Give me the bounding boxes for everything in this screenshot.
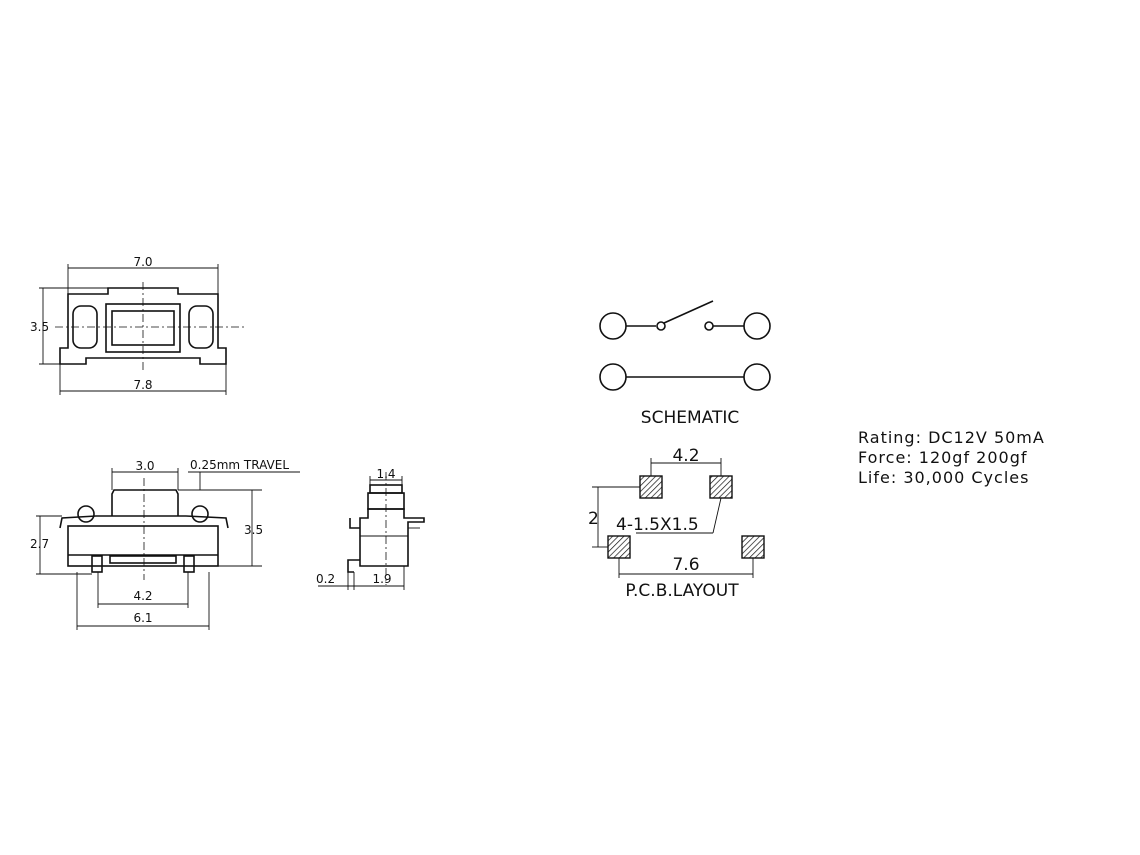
dim-side-button: 1.4 <box>376 467 395 481</box>
dim-body-height: 2.7 <box>30 537 49 551</box>
top-view: 7.0 7.8 3.5 <box>30 255 245 395</box>
dim-pitch-vertical: 2 <box>588 509 599 529</box>
dim-pad-spacing-bottom: 7.6 <box>672 555 699 575</box>
pad-size-label: 4-1.5X1.5 <box>616 515 699 535</box>
pad-top-right <box>709 475 733 499</box>
dim-total-height: 3.5 <box>244 523 263 537</box>
travel-label: 0.25mm TRAVEL <box>190 458 289 472</box>
dim-pad-spacing-top: 4.2 <box>672 446 699 466</box>
pad-top-left <box>639 475 663 499</box>
dim-button-width: 3.0 <box>135 459 154 473</box>
spec-force: Force: 120gf 200gf <box>858 448 1028 467</box>
front-view: 3.0 0.25mm TRAVEL 3.5 2.7 4.2 6.1 <box>30 458 300 630</box>
schematic-label: SCHEMATIC <box>641 408 739 428</box>
spec-rating: Rating: DC12V 50mA <box>858 428 1045 447</box>
dim-bottom-width: 7.8 <box>133 378 152 392</box>
pad-bottom-left <box>607 535 631 559</box>
schematic: SCHEMATIC <box>599 300 771 428</box>
pad-bottom-right <box>741 535 765 559</box>
pcb-layout-label: P.C.B.LAYOUT <box>625 581 739 601</box>
spec-block: Rating: DC12V 50mA Force: 120gf 200gf Li… <box>858 428 1045 488</box>
pcb-layout: 4.2 2 4-1.5X1.5 7.6 P.C.B.LAYOUT <box>588 446 765 601</box>
spec-life: Life: 30,000 Cycles <box>858 468 1030 487</box>
dim-top-width: 7.0 <box>133 255 152 269</box>
dim-body-width: 6.1 <box>133 611 152 625</box>
side-view: 1.4 0.2 1.9 <box>316 467 425 590</box>
dim-body-depth: 1.9 <box>372 572 391 586</box>
dim-pin-offset: 0.2 <box>316 572 335 586</box>
dim-pin-spacing: 4.2 <box>133 589 152 603</box>
dim-top-height: 3.5 <box>30 320 49 334</box>
